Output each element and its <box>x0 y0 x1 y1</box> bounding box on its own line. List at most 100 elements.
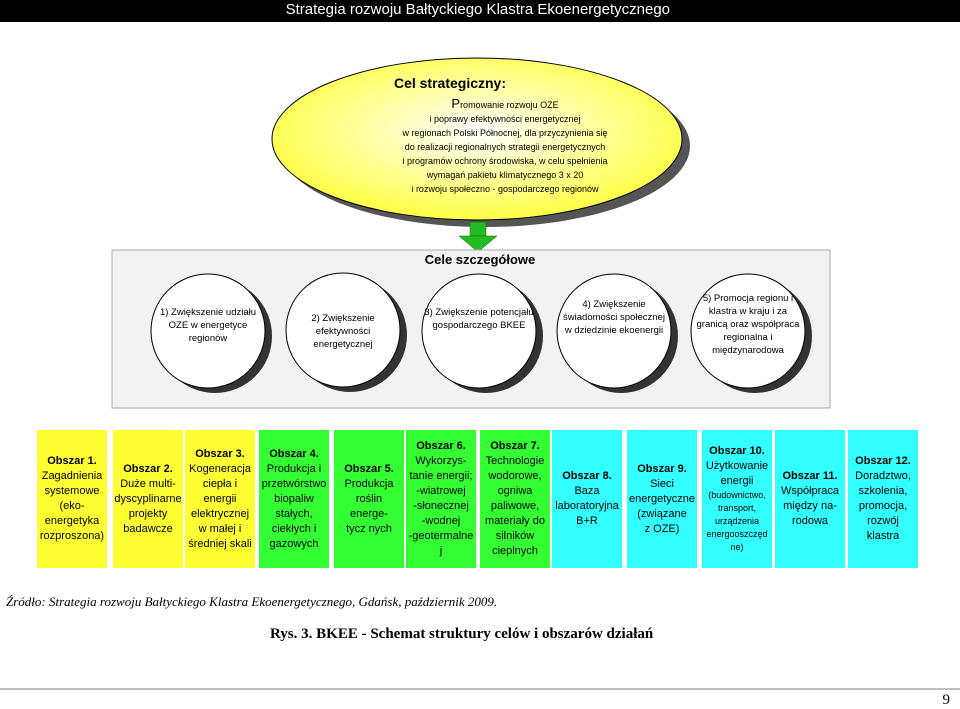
goal-line: wymagań pakietu klimatycznego 3 x 20 <box>426 170 584 180</box>
figure-caption: Rys. 3. BKEE - Schemat struktury celów i… <box>270 626 654 642</box>
area-title: Obszar 6. <box>416 440 466 452</box>
area-box-4: Obszar 4. Produkcja i przetwórstwo biopaliw… <box>259 430 329 568</box>
area-title: Obszar 1. <box>47 455 97 467</box>
area-line: Użytkowanie <box>705 460 769 472</box>
area-line: Produkcja <box>344 477 394 490</box>
area-line: ogniwa <box>497 485 533 497</box>
area-line: Współpraca <box>780 485 840 497</box>
goal-line: i programów ochrony środowiska, w celu s… <box>402 156 608 166</box>
area-line: j <box>439 545 443 557</box>
area-title: Obszar 12. <box>855 455 911 467</box>
area-title: Obszar 11. <box>782 470 838 482</box>
area-line: energii <box>720 475 754 487</box>
area-line: gazowych <box>269 537 319 550</box>
area-title: Obszar 8. <box>562 470 612 482</box>
area-line: Wykorzys- <box>415 455 467 467</box>
area-line: energooszczęd <box>706 529 768 539</box>
area-line: rozwój klastra <box>866 515 900 542</box>
area-line: ne) <box>730 542 744 552</box>
area-line: wodorowe, <box>488 470 542 482</box>
area-title: Obszar 3. <box>195 447 245 460</box>
area-line: -słonecznej <box>413 500 469 512</box>
area-line: Doradztwo, <box>855 470 911 482</box>
arrow-head <box>458 235 498 253</box>
area-box-9: Obszar 9. Sieci energetyczne (związane z OZE… <box>627 430 697 568</box>
strategic-goal-body: Promowanie rozwoju OZE i poprawy efektyw… <box>355 97 655 196</box>
area-line: rodowa <box>791 515 829 527</box>
goal-3-circle <box>421 273 537 389</box>
area-line: systemowe <box>44 485 100 497</box>
area-line: z OZE) <box>644 522 680 535</box>
area-line: energetyczne <box>628 492 696 505</box>
arrow-shaft <box>469 221 487 237</box>
area-line: Sieci <box>650 477 674 490</box>
area-line: ciekłych i <box>271 522 317 535</box>
area-box-2: Obszar 2. Duże multi-dyscyplinarne projekt… <box>113 430 183 568</box>
area-box-12: Obszar 12.Doradztwo,szkolenia,promocja,r… <box>848 430 918 568</box>
specific-goal-2: 2) Zwiększenie efektywności energetyczne… <box>311 313 375 350</box>
area-box-3: Obszar 3. Kogeneracja ciepła i energii elekt… <box>185 430 255 568</box>
goal-5-circle <box>690 273 806 389</box>
area-line: Produkcja i <box>266 462 322 475</box>
area-box-5: Obszar 5. Produkcja roślin energe-tycz nych <box>334 430 404 568</box>
goal-line: w regionach Polski Północnej, dla przycz… <box>402 128 608 138</box>
area-line: Kogeneracja <box>189 462 251 475</box>
area-line: B+R <box>576 515 598 527</box>
area-title: Obszar 7. <box>490 440 540 452</box>
area-title: Obszar 9. <box>637 462 687 475</box>
area-line: cieplnych <box>492 545 538 557</box>
area-line: paliwowe, <box>490 500 540 512</box>
area-line: (związane <box>637 507 687 520</box>
page-header: Strategia rozwoju Bałtyckiego Klastra Ek… <box>0 0 960 22</box>
area-title: Obszar 5. <box>344 462 394 475</box>
specific-goal-3: 3) Zwiększenie potencjału gospodarczego … <box>424 307 534 331</box>
area-box-7: Obszar 7. Technologie wodorowe, ogniwa paliw… <box>480 430 550 568</box>
goal-1-circle <box>150 273 266 389</box>
area-line: ciepła i <box>202 477 238 490</box>
specific-goal-5: 5) Promocja regionu i klastra w kraju i … <box>696 293 800 356</box>
area-line: Zagadnienia <box>41 470 103 482</box>
goal-oval <box>271 57 683 221</box>
area-line: Technologie <box>485 455 545 467</box>
specific-goal-1: 1) Zwiększenie udziału OZE w energetyce … <box>159 307 257 344</box>
area-line: biopaliw <box>274 492 314 505</box>
source-note: Źródło: Strategia rozwoju Bałtyckiego Kl… <box>6 594 498 609</box>
area-line: roślin <box>355 492 383 505</box>
area-line: Duże multi- <box>120 477 176 490</box>
area-line: -wodnej <box>421 515 461 527</box>
area-line: dyscyplinarne <box>114 492 182 505</box>
area-line: tanie energii; <box>409 470 473 482</box>
area-line: średniej skali <box>188 537 252 550</box>
area-title: Obszar 4. <box>269 447 319 460</box>
area-line: Baza <box>574 485 600 497</box>
area-line: przetwórstwo <box>261 477 327 490</box>
area-line: transport, <box>717 503 757 513</box>
area-line: -geotermalne <box>408 530 474 542</box>
area-line: urządzenia <box>714 516 760 526</box>
goal-line: Promowanie rozwoju OZE <box>451 96 559 111</box>
specific-goal-4: 4) Zwiększenie świadomości społecznej w … <box>563 299 665 336</box>
area-line: laboratoryjna <box>555 500 619 512</box>
goal-2-circle <box>285 272 401 388</box>
goal-line: i rozwoju społeczno - gospodarczego regi… <box>411 184 599 194</box>
area-line: projekty <box>128 507 168 520</box>
area-line: badawcze <box>123 522 173 535</box>
goal-line: do realizacji regionalnych strategii ene… <box>404 142 606 152</box>
area-title: Obszar 10. <box>709 445 765 457</box>
area-line: tycz nych <box>346 522 392 535</box>
area-title: Obszar 2. <box>123 462 173 475</box>
area-line: szkolenia, <box>858 485 908 497</box>
area-line: rozproszona) <box>39 530 105 542</box>
area-line: elektrycznej <box>190 507 250 520</box>
page-number: 9 <box>942 692 951 708</box>
area-line: -wiatrowej <box>416 485 466 497</box>
specific-goals-title: Cele szczegółowe <box>424 252 536 267</box>
area-line: w małej i <box>198 522 242 535</box>
area-line: energii <box>203 492 237 505</box>
area-line: energe- <box>350 507 388 520</box>
goal-4-circle <box>556 273 672 389</box>
